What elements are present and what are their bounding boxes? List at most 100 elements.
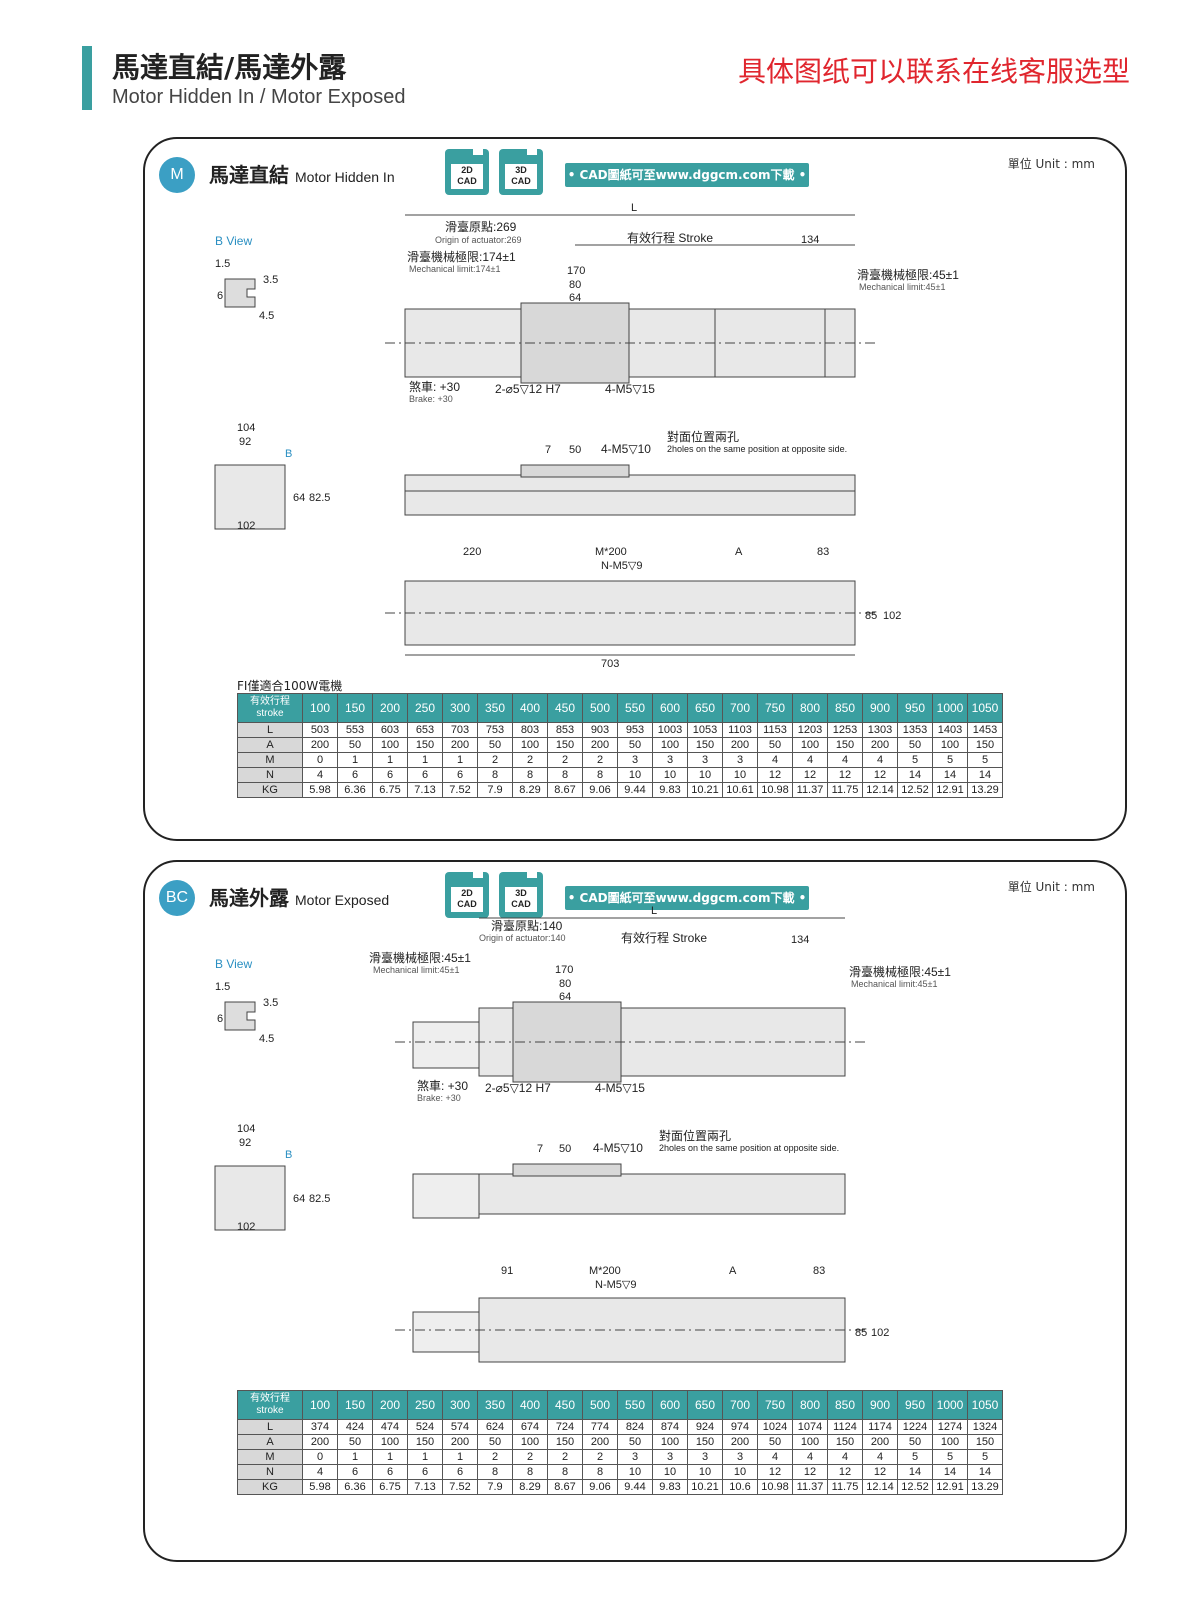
mech-limit-left-en: Mechanical limit:45±1 (373, 965, 459, 975)
dim-134: 134 (801, 234, 819, 246)
table-cell: 200 (302, 737, 338, 753)
cad-download-link[interactable]: • CAD圖紙可至www.dggcm.com下載 • (565, 886, 809, 910)
row-label-cell: M (237, 1449, 303, 1465)
dim-134: 134 (791, 934, 809, 946)
table-cell: 150 (827, 737, 863, 753)
table-cell: 3 (617, 1449, 653, 1465)
table-cell: 8.67 (547, 1479, 583, 1495)
table-cell: 753 (477, 722, 513, 738)
stroke-value-cell: 800 (792, 693, 828, 723)
table-cell: 100 (932, 1434, 968, 1450)
dim-92: 92 (239, 1137, 251, 1149)
table-cell: 3 (687, 1449, 723, 1465)
stroke-value-cell: 900 (862, 693, 898, 723)
dim-m200: M*200 (589, 1265, 621, 1277)
dim-64: 64 (569, 292, 581, 304)
table-cell: 50 (617, 1434, 653, 1450)
table-cell: 150 (687, 737, 723, 753)
b-arrow-label: B (285, 1149, 292, 1161)
dim-6: 6 (217, 1013, 223, 1025)
table-cell: 200 (582, 737, 618, 753)
table-cell: 1353 (897, 722, 933, 738)
table-cell: 10.98 (757, 782, 793, 798)
table-cell: 6 (407, 767, 443, 783)
table-cell: 50 (337, 1434, 373, 1450)
table-cell: 1174 (862, 1419, 898, 1435)
table-cell: 603 (372, 722, 408, 738)
table-cell: 6 (407, 1464, 443, 1480)
stroke-value-cell: 200 (372, 1390, 408, 1420)
stroke-value-cell: 250 (407, 693, 443, 723)
dim-170: 170 (555, 964, 573, 976)
table-cell: 7.9 (477, 1479, 513, 1495)
table-cell: 3 (687, 752, 723, 768)
table-cell: 200 (722, 1434, 758, 1450)
dim-220: 220 (463, 546, 481, 558)
table-cell: 2 (582, 1449, 618, 1465)
table-cell: 50 (897, 1434, 933, 1450)
section-title-en: Motor Hidden In (295, 169, 395, 185)
table-cell: 6 (372, 1464, 408, 1480)
table-cell: 5.98 (302, 782, 338, 798)
table-cell: 11.75 (827, 782, 863, 798)
table-cell: 14 (967, 1464, 1003, 1480)
dim-4-5: 4.5 (259, 310, 274, 322)
table-cell: 1124 (827, 1419, 863, 1435)
table-cell: 1224 (897, 1419, 933, 1435)
table-cell: 150 (967, 1434, 1003, 1450)
table-cell: 1 (372, 752, 408, 768)
table-cell: 553 (337, 722, 373, 738)
dim-3-5: 3.5 (263, 274, 278, 286)
tap-hole-10-label: 4-M5▽10 (601, 442, 651, 456)
table-cell: 150 (547, 1434, 583, 1450)
table-cell: 1403 (932, 722, 968, 738)
stroke-value-cell: 500 (582, 693, 618, 723)
table-cell: 824 (617, 1419, 653, 1435)
table-cell: 8 (477, 1464, 513, 1480)
cad-download-link[interactable]: • CAD圖紙可至www.dggcm.com下載 • (565, 163, 809, 187)
table-cell: 10.61 (722, 782, 758, 798)
dim-92: 92 (239, 436, 251, 448)
origin-label-en: Origin of actuator:140 (479, 933, 566, 943)
stroke-value-cell: 550 (617, 1390, 653, 1420)
table-cell: 653 (407, 722, 443, 738)
mech-limit-left-en: Mechanical limit:174±1 (409, 264, 500, 274)
dim-a: A (729, 1265, 737, 1277)
table-cell: 10 (722, 1464, 758, 1480)
table-cell: 200 (862, 1434, 898, 1450)
table-cell: 1324 (967, 1419, 1003, 1435)
dim-91: 91 (501, 1265, 513, 1277)
cad-3d-icon[interactable]: 3D CAD (499, 149, 543, 195)
stroke-value-cell: 150 (337, 693, 373, 723)
table-cell: 50 (757, 1434, 793, 1450)
table-cell: 12 (757, 1464, 793, 1480)
dim-104: 104 (237, 1123, 255, 1135)
table-cell: 11.37 (792, 782, 828, 798)
table-cell: 4 (792, 752, 828, 768)
table-cell: 2 (547, 1449, 583, 1465)
row-label-cell: L (237, 1419, 303, 1435)
table-cell: 8 (512, 1464, 548, 1480)
table-cell: 3 (617, 752, 653, 768)
cad-2d-icon[interactable]: 2D CAD (445, 149, 489, 195)
table-cell: 12 (792, 1464, 828, 1480)
table-cell: 7.13 (407, 782, 443, 798)
dim-1-5: 1.5 (215, 258, 230, 270)
stroke-label: 有效行程 Stroke (627, 230, 713, 245)
cad-3d-icon[interactable]: 3D CAD (499, 872, 543, 918)
stroke-value-cell: 1050 (967, 1390, 1003, 1420)
page-subtitle: Motor Hidden In / Motor Exposed (112, 86, 406, 108)
table-cell: 4 (862, 1449, 898, 1465)
table-cell: 1203 (792, 722, 828, 738)
dim-102-w: 102 (237, 1221, 255, 1233)
dim-703: 703 (601, 658, 619, 670)
b-view-label: B View (215, 234, 252, 248)
table-cell: 3 (652, 752, 688, 768)
dim-64-v: 64 (293, 492, 305, 504)
cad-2d-icon[interactable]: 2D CAD (445, 872, 489, 918)
